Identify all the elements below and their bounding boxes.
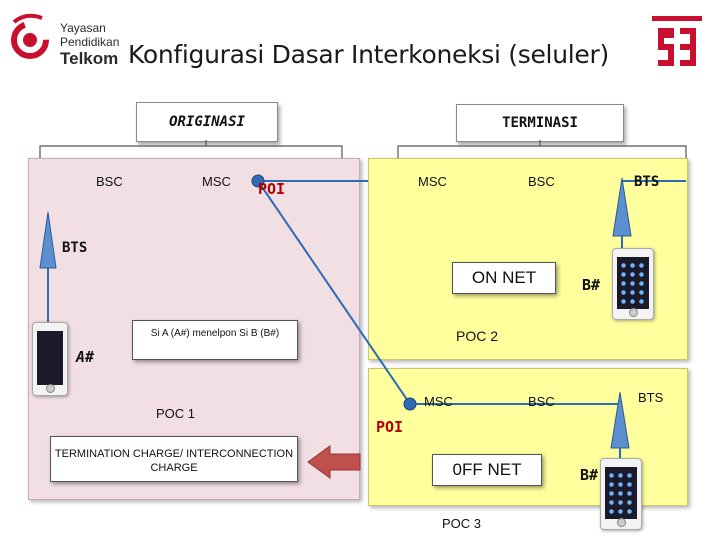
poi-link-off-net	[258, 181, 410, 404]
on-net-box: ON NET	[452, 262, 556, 294]
label-poc-3: POC 3	[442, 516, 481, 531]
origination-bracket	[40, 146, 342, 158]
label-msc-origination: MSC	[202, 174, 231, 189]
poi-node-off-net	[404, 398, 416, 410]
label-msc-off-net: MSC	[424, 394, 453, 409]
label-poc-2: POC 2	[456, 328, 498, 344]
label-subscriber-b-off-net: B#	[580, 466, 598, 484]
label-bsc-off-net: BSC	[528, 394, 555, 409]
label-bts-origination: BTS	[62, 240, 87, 256]
label-bts-off-net: BTS	[638, 390, 663, 405]
label-poi: POI	[258, 180, 285, 198]
label-poi-off-net: POI	[376, 418, 403, 436]
phone-b-off-net-icon	[600, 458, 642, 530]
label-subscriber-b-on-net: B#	[582, 276, 600, 294]
label-bsc-origination: BSC	[96, 174, 123, 189]
phone-a-icon	[32, 322, 68, 396]
bts-antenna-on-net	[613, 178, 631, 236]
label-bsc-on-net: BSC	[528, 174, 555, 189]
phone-b-on-net-icon	[612, 248, 654, 320]
termination-bracket	[398, 146, 686, 158]
charge-box: TERMINATION CHARGE/ INTERCONNECTION CHAR…	[50, 436, 298, 482]
label-subscriber-a: A#	[76, 348, 94, 366]
label-poc-1: POC 1	[156, 406, 195, 421]
call-callout: Si A (A#) menelpon Si B (B#)	[132, 320, 298, 360]
charge-arrow	[308, 446, 360, 478]
off-net-box: 0FF NET	[432, 454, 542, 486]
bts-antenna-off-net	[611, 392, 629, 448]
label-msc-on-net: MSC	[418, 174, 447, 189]
bts-antenna-origination	[40, 212, 56, 268]
label-bts-on-net: BTS	[634, 174, 659, 190]
